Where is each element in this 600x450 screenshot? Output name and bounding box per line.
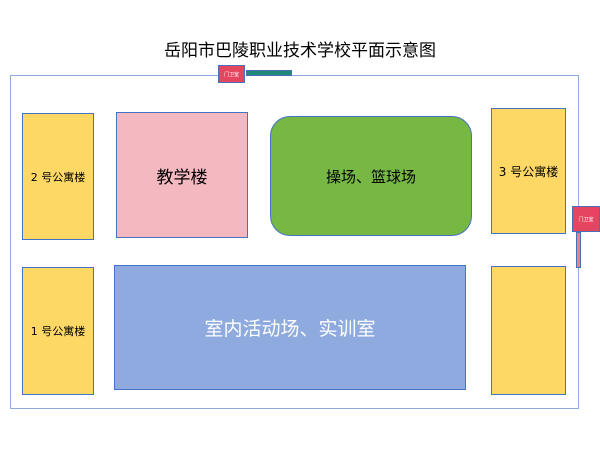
dorm-3: 3 号公寓楼 [491, 108, 566, 234]
map-title: 岳阳市巴陵职业技术学校平面示意图 [164, 41, 436, 61]
dorm-1: 1 号公寓楼 [22, 267, 94, 395]
wall-top-right [292, 75, 579, 76]
wall-top-left [10, 75, 218, 76]
right-gate-bar [576, 232, 581, 268]
indoor-activity-training: 室内活动场、实训室 [114, 265, 466, 390]
right-gate-house: 门卫室 [572, 206, 600, 232]
dorm-2: 2 号公寓楼 [22, 113, 94, 240]
teaching-building: 教学楼 [116, 112, 248, 238]
playground: 操场、篮球场 [270, 116, 472, 236]
unlabeled-building [491, 266, 566, 395]
top-gate-bar [246, 70, 292, 76]
top-gate-house: 门卫室 [218, 65, 245, 83]
